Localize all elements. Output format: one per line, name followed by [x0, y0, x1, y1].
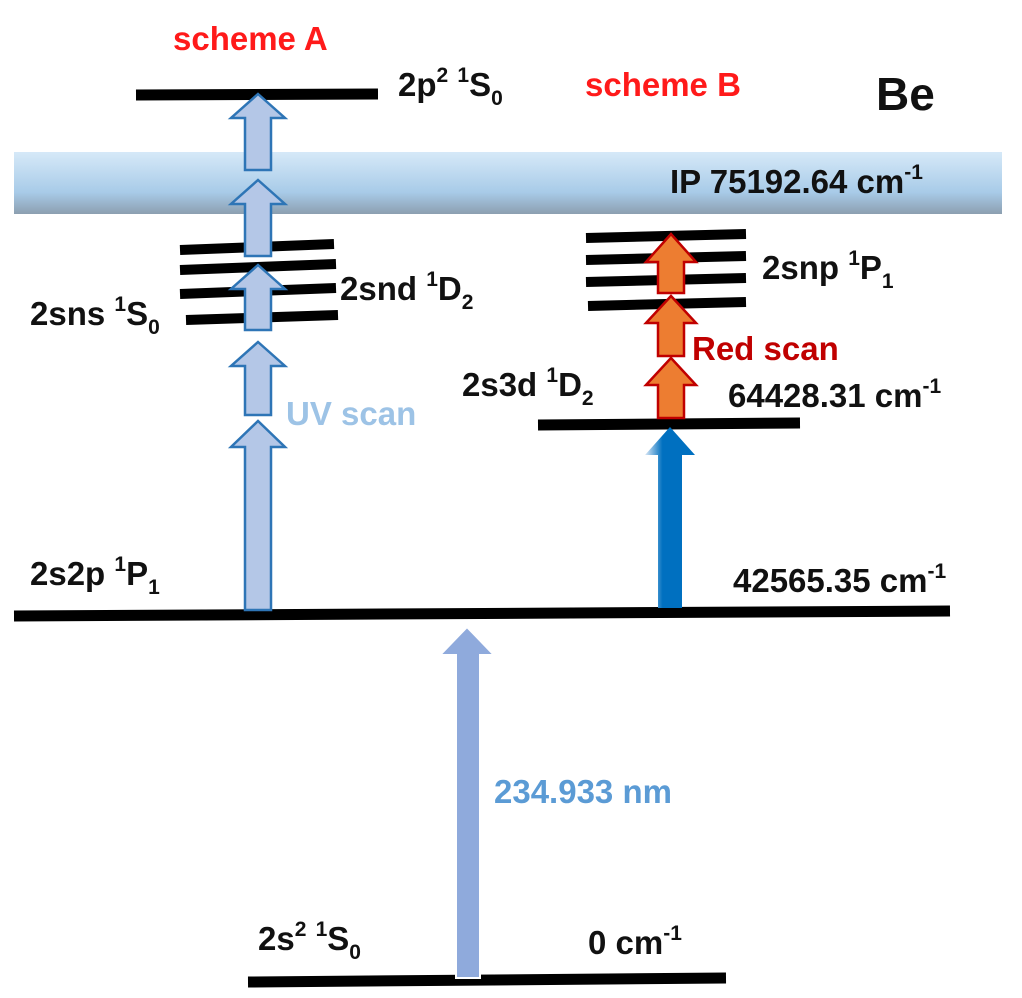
- level-energy-ground: 0 cm-1: [588, 922, 682, 961]
- level-label-2s2p: 2s2p 1P1: [30, 553, 160, 599]
- level-line-2s3d: [537, 417, 801, 431]
- level-energy-2s2p: 42565.35 cm-1: [733, 560, 947, 599]
- level-label-snd: 2snd 1D2: [340, 268, 473, 314]
- ionization-label: IP 75192.64 cm-1: [670, 161, 923, 200]
- level-energy-2s3d: 64428.31 cm-1: [728, 375, 942, 414]
- rydberg-line: [585, 229, 747, 243]
- red-arrow: [643, 294, 699, 358]
- pump-arrow: [437, 625, 497, 979]
- level-label-2s3d: 2s3d 1D2: [462, 364, 594, 410]
- wavelength-label: 234.933 nm: [494, 773, 672, 810]
- element-symbol: Be: [876, 68, 935, 120]
- ionization-band: [14, 152, 1002, 214]
- uv-arrows: [227, 92, 289, 612]
- red-arrow: [643, 232, 699, 295]
- blue-arrow: [645, 427, 695, 608]
- uv-scan-label: UV scan: [286, 395, 416, 432]
- uv-arrow: [227, 340, 289, 417]
- uv-arrow: [227, 92, 289, 172]
- red-arrows: [643, 232, 699, 420]
- uv-arrow: [227, 263, 289, 332]
- scheme-a-title: scheme A: [173, 20, 328, 57]
- level-line-ground: [247, 972, 727, 988]
- level-line-2s2p: [13, 605, 951, 622]
- uv-arrow: [227, 419, 289, 612]
- red-arrow: [643, 356, 699, 420]
- uv-arrow: [227, 178, 289, 258]
- level-label-snp: 2snp 1P1: [762, 247, 894, 293]
- level-label-sns: 2sns 1S0: [30, 293, 160, 339]
- red-scan-label: Red scan: [692, 330, 839, 367]
- level-label-2p2: 2p2 1S0: [398, 64, 503, 110]
- scheme-b-title: scheme B: [585, 66, 741, 103]
- level-label-ground: 2s2 1S0: [258, 918, 361, 964]
